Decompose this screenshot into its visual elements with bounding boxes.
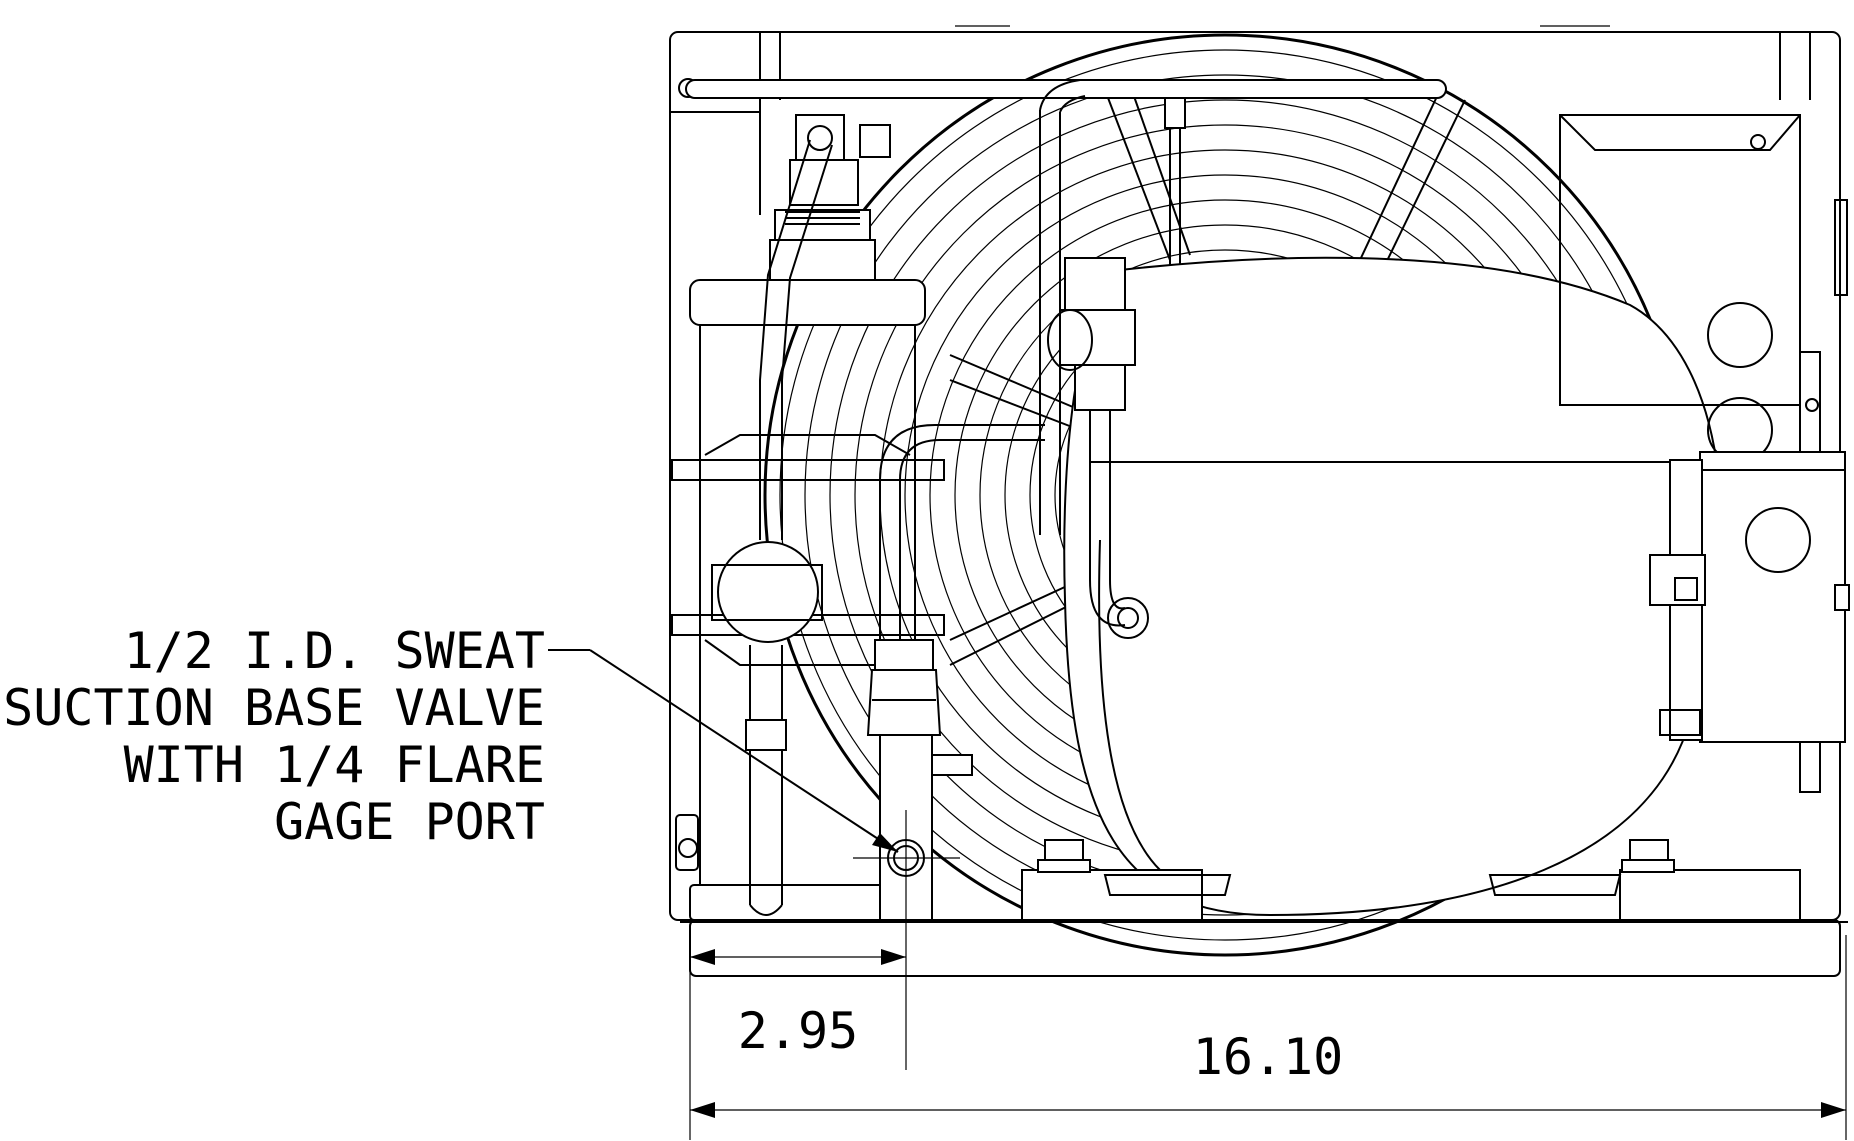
callout-line-2: SUCTION BASE VALVE <box>3 679 545 737</box>
callout-line-1: 1/2 I.D. SWEAT <box>124 622 545 680</box>
dimension-extension-lines <box>689 935 1847 1140</box>
dimension-overall-label: 16.10 <box>1193 1028 1344 1086</box>
compressor <box>1039 79 1725 917</box>
electrical-box <box>1559 114 1848 793</box>
terminal-cover <box>1649 451 1850 743</box>
dimension-short-label: 2.95 <box>738 1002 858 1060</box>
top-discharge-tube <box>685 79 1447 265</box>
callout-line-4: GAGE PORT <box>274 793 545 851</box>
base-pan <box>680 919 1848 977</box>
callout-arrowhead <box>872 833 898 852</box>
suction-line <box>866 424 1045 921</box>
dimension-16-10: 16.10 <box>690 1028 1846 1118</box>
callout-line-3: WITH 1/4 FLARE <box>124 736 545 794</box>
dimension-2-95: 2.95 <box>690 949 906 1060</box>
receiver-tank <box>671 279 945 921</box>
callout-leader <box>589 649 899 853</box>
suction-base-valve-port <box>853 810 960 1070</box>
compressor-mounts <box>1021 839 1801 921</box>
sight-glass <box>711 139 833 916</box>
filter-drier <box>769 114 891 281</box>
